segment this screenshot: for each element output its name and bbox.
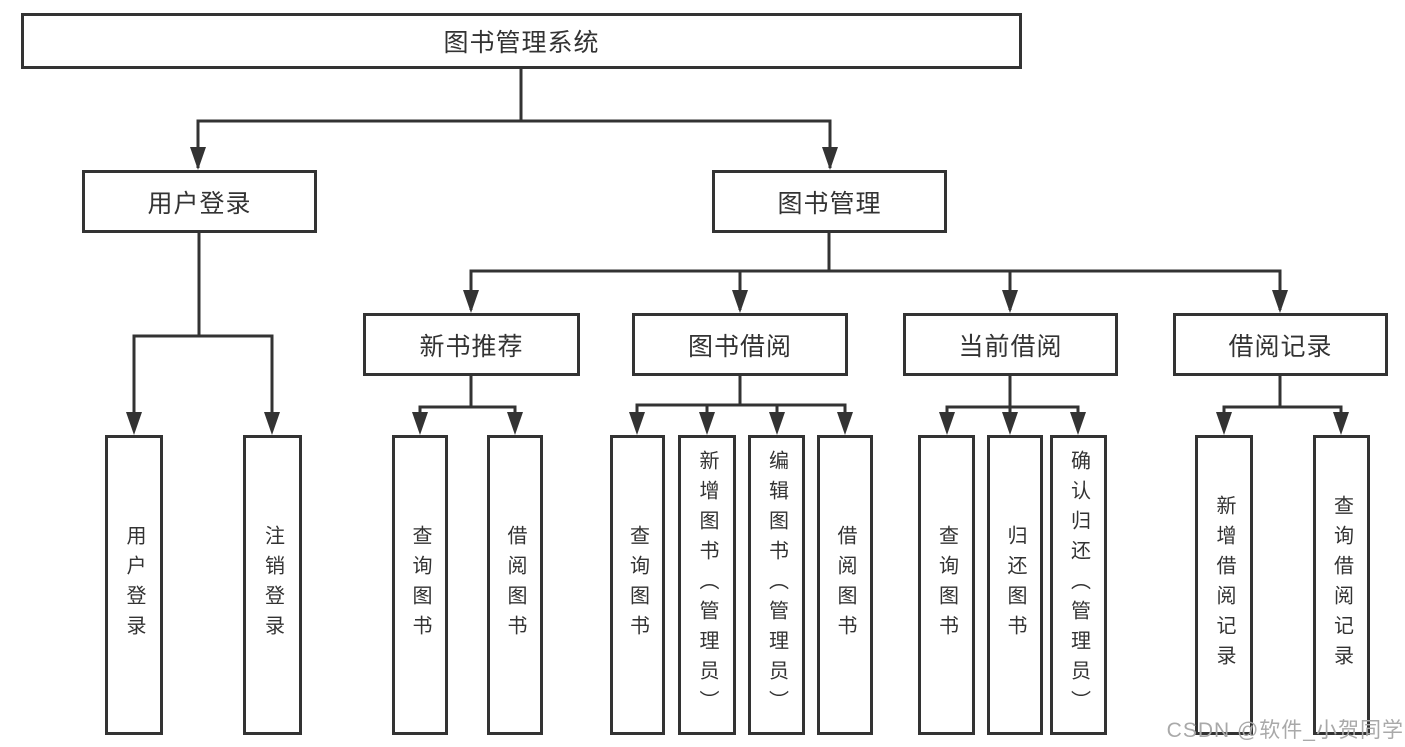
node-borrow-records: 借阅记录	[1173, 313, 1388, 376]
leaf-query-books-newbooks: 查询图书	[392, 435, 448, 735]
node-label: 当前借阅	[958, 332, 1063, 361]
arrowhead-icon	[1216, 412, 1232, 435]
leaf-query-books-current: 查询图书	[918, 435, 975, 735]
leaf-query-borrow-record: 查询借阅记录	[1313, 435, 1370, 735]
arrowhead-icon	[732, 290, 748, 313]
leaf-label: 确认归还（管理员）	[1067, 450, 1090, 720]
arrowhead-icon	[769, 412, 785, 435]
arrowhead-icon	[1002, 290, 1018, 313]
leaf-add-borrow-record: 新增借阅记录	[1195, 435, 1253, 735]
leaf-label: 用户登录	[123, 525, 145, 645]
root-node-label: 图书管理系统	[443, 29, 600, 57]
node-current-borrow: 当前借阅	[903, 313, 1118, 376]
leaf-query-books-borrow: 查询图书	[610, 435, 665, 735]
arrowhead-icon	[1070, 412, 1086, 435]
leaf-user-login: 用户登录	[105, 435, 163, 735]
node-label: 借阅记录	[1228, 332, 1333, 361]
csdn-watermark: CSDN @软件_小贺同学	[1166, 719, 1404, 742]
leaf-label: 编辑图书（管理员）	[765, 450, 788, 720]
arrowhead-icon	[699, 412, 715, 435]
leaf-label: 借阅图书	[834, 525, 856, 645]
arrowhead-icon	[629, 412, 645, 435]
leaf-borrow-books: 借阅图书	[817, 435, 873, 735]
node-label: 用户登录	[147, 189, 252, 218]
leaf-confirm-return-admin: 确认归还（管理员）	[1050, 435, 1107, 735]
arrowhead-icon	[507, 412, 523, 435]
arrowhead-icon	[837, 412, 853, 435]
leaf-label: 查询借阅记录	[1330, 495, 1353, 675]
leaf-label: 新增图书（管理员）	[696, 450, 718, 720]
node-new-book-recommend: 新书推荐	[363, 313, 580, 376]
node-label: 新书推荐	[419, 332, 524, 361]
arrowhead-icon	[939, 412, 955, 435]
leaf-label: 新增借阅记录	[1213, 495, 1235, 675]
arrowhead-icon	[1333, 412, 1349, 435]
node-book-borrow: 图书借阅	[632, 313, 848, 376]
leaf-label: 归还图书	[1004, 525, 1026, 645]
root-node-library-system: 图书管理系统	[21, 13, 1022, 69]
arrowhead-icon	[1002, 412, 1018, 435]
leaf-borrow-books-newbooks: 借阅图书	[487, 435, 543, 735]
arrowhead-icon	[264, 412, 280, 435]
arrowhead-icon	[822, 147, 838, 170]
leaf-label: 查询图书	[409, 525, 431, 645]
arrowhead-icon	[126, 412, 142, 435]
arrowhead-icon	[1272, 290, 1288, 313]
node-label: 图书管理	[777, 189, 882, 218]
leaf-add-books-admin: 新增图书（管理员）	[678, 435, 736, 735]
leaf-edit-books-admin: 编辑图书（管理员）	[748, 435, 805, 735]
leaf-label: 注销登录	[261, 525, 284, 645]
leaf-return-books: 归还图书	[987, 435, 1043, 735]
arrowhead-icon	[463, 290, 479, 313]
leaf-label: 查询图书	[935, 525, 958, 645]
node-label: 图书借阅	[687, 332, 792, 361]
leaf-logout: 注销登录	[243, 435, 302, 735]
node-book-management: 图书管理	[712, 170, 947, 233]
leaf-label: 借阅图书	[504, 525, 526, 645]
arrowhead-icon	[190, 147, 206, 170]
node-user-login: 用户登录	[82, 170, 317, 233]
leaf-label: 查询图书	[626, 525, 649, 645]
arrowhead-icon	[412, 412, 428, 435]
